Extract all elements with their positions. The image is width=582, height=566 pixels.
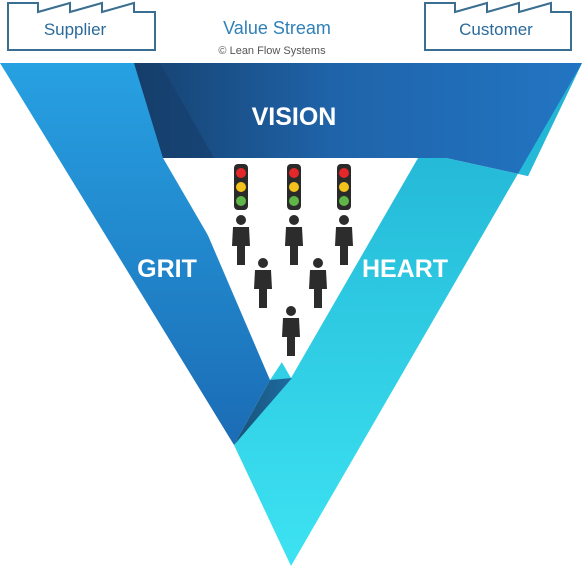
grit-segment (0, 63, 270, 445)
heart-segment (234, 63, 582, 566)
copyright-text: © Lean Flow Systems (218, 45, 326, 57)
person-icon (309, 258, 327, 308)
traffic-light-icon (234, 164, 248, 210)
traffic-light-icon (287, 164, 301, 210)
supplier-label: Supplier (44, 20, 107, 39)
team-area (163, 158, 418, 378)
person-icon (335, 215, 353, 265)
supplier-box: Supplier (7, 1, 156, 51)
person-icon (254, 258, 272, 308)
vision-fold (134, 63, 214, 158)
customer-box: Customer (424, 1, 572, 51)
factory-icon (7, 1, 156, 51)
grit-label: GRIT (137, 255, 197, 283)
person-icon (232, 215, 250, 265)
heart-label: HEART (362, 255, 448, 283)
customer-label: Customer (459, 20, 533, 39)
vision-label: VISION (252, 103, 337, 131)
value-stream-title: Value Stream (223, 18, 331, 38)
person-icon (285, 215, 303, 265)
traffic-light-icon (337, 164, 351, 210)
vision-segment (134, 63, 582, 176)
fold-shadow (234, 378, 292, 445)
person-icon (282, 306, 300, 356)
factory-icon (424, 1, 572, 51)
